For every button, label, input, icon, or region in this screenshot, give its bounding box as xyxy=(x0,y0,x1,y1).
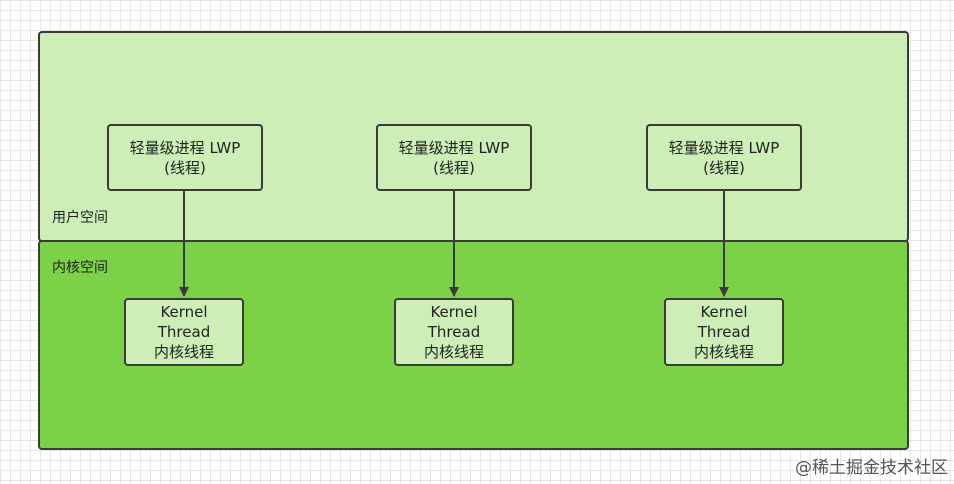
lwp-node: 轻量级进程 LWP (线程) xyxy=(107,124,263,191)
kernel-thread-line3: 内核线程 xyxy=(693,343,754,361)
kernel-thread-node: Kernel Thread 内核线程 xyxy=(124,298,244,366)
kernel-thread-line1: Kernel xyxy=(700,303,748,321)
lwp-node-subtitle: (线程) xyxy=(164,158,206,177)
kernel-thread-node: Kernel Thread 内核线程 xyxy=(394,298,514,366)
kernel-thread-line3: 内核线程 xyxy=(153,343,214,361)
kernel-thread-line2: Thread xyxy=(157,323,211,341)
kernel-thread-line2: Thread xyxy=(697,323,751,341)
lwp-node-subtitle: (线程) xyxy=(433,158,475,177)
kernel-thread-line2: Thread xyxy=(427,323,481,341)
lwp-node-title: 轻量级进程 LWP xyxy=(398,138,510,157)
kernel-thread-line1: Kernel xyxy=(430,303,478,321)
user-space-label: 用户空间 xyxy=(52,210,108,226)
kernel-thread-line3: 内核线程 xyxy=(423,343,484,361)
lwp-node: 轻量级进程 LWP (线程) xyxy=(646,124,802,191)
lwp-node: 轻量级进程 LWP (线程) xyxy=(376,124,532,191)
kernel-space-label: 内核空间 xyxy=(52,260,108,276)
lwp-node-title: 轻量级进程 LWP xyxy=(668,138,780,157)
lwp-node-subtitle: (线程) xyxy=(703,158,745,177)
watermark: @稀土掘金技术社区 xyxy=(795,458,948,478)
kernel-thread-node: Kernel Thread 内核线程 xyxy=(664,298,784,366)
kernel-thread-line1: Kernel xyxy=(160,303,208,321)
lwp-node-title: 轻量级进程 LWP xyxy=(129,138,241,157)
